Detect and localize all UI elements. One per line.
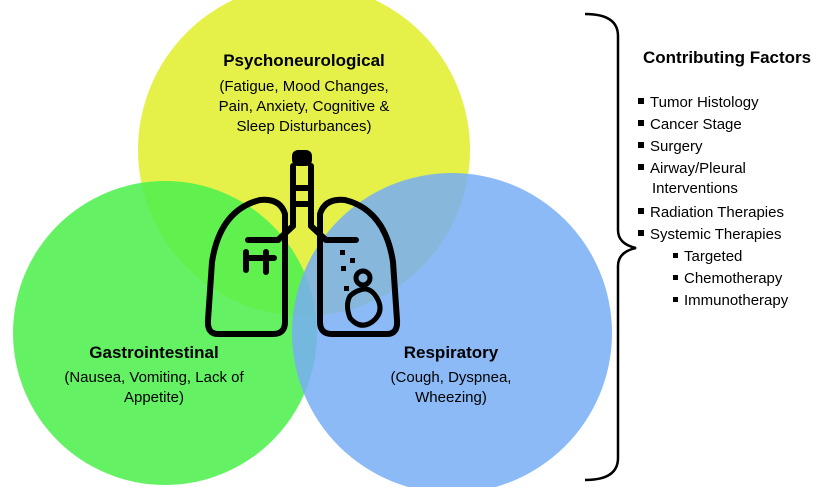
bullet-icon <box>638 230 644 236</box>
bullet-icon <box>638 120 644 126</box>
factor-label: Radiation Therapies <box>650 204 784 221</box>
bullet-icon <box>673 253 678 258</box>
factor-sublabel: Immunotherapy <box>684 292 789 309</box>
contributing-factors-title: Contributing Factors <box>643 48 812 67</box>
psychoneurological-line-1: (Fatigue, Mood Changes, <box>219 78 389 95</box>
factor-item: Surgery <box>638 136 703 158</box>
bullet-icon <box>638 98 644 104</box>
respiratory-title: Respiratory <box>403 343 499 362</box>
factor-item: Airway/Pleural <box>638 158 746 180</box>
factor-sublabel: Targeted <box>684 248 743 265</box>
psychoneurological-line-3: Sleep Disturbances) <box>236 118 372 135</box>
factor-item: Systemic Therapies <box>638 224 781 246</box>
tumor-dots-icon <box>340 250 355 291</box>
psychoneurological-line-2: Pain, Anxiety, Cognitive & <box>218 98 390 115</box>
factor-subitem: Targeted <box>673 246 742 268</box>
factor-label: Tumor Histology <box>650 94 759 111</box>
factor-item: Cancer Stage <box>638 114 742 136</box>
factor-label: Systemic Therapies <box>650 226 782 243</box>
bullet-icon <box>673 297 678 302</box>
factor-sublabel: Chemotherapy <box>684 270 783 287</box>
factor-label: Airway/Pleural <box>650 160 746 177</box>
curly-brace-icon <box>584 12 637 482</box>
factor-label: Cancer Stage <box>650 116 742 133</box>
gastrointestinal-circle <box>13 181 317 485</box>
lungs-with-tumor-icon <box>204 150 401 337</box>
gastrointestinal-title: Gastrointestinal <box>89 343 219 362</box>
factor-subitem: Chemotherapy <box>673 268 782 290</box>
factor-item-continuation: Interventions <box>652 178 738 200</box>
bullet-icon <box>638 208 644 214</box>
factor-item: Tumor Histology <box>638 92 759 114</box>
bullet-icon <box>638 164 644 170</box>
factor-subitem: Immunotherapy <box>673 290 788 312</box>
gastrointestinal-line-2: Appetite) <box>123 389 185 406</box>
bullet-icon <box>638 142 644 148</box>
psychoneurological-title: Psychoneurological <box>223 51 385 70</box>
respiratory-line-2: Wheezing) <box>415 389 487 406</box>
factor-label: Interventions <box>652 180 738 197</box>
factor-item: Radiation Therapies <box>638 202 784 224</box>
respiratory-line-1: (Cough, Dyspnea, <box>390 369 512 386</box>
bullet-icon <box>673 275 678 280</box>
gastrointestinal-line-1: (Nausea, Vomiting, Lack of <box>64 369 244 386</box>
respiratory-circle <box>292 173 612 487</box>
factor-label: Surgery <box>650 138 703 155</box>
